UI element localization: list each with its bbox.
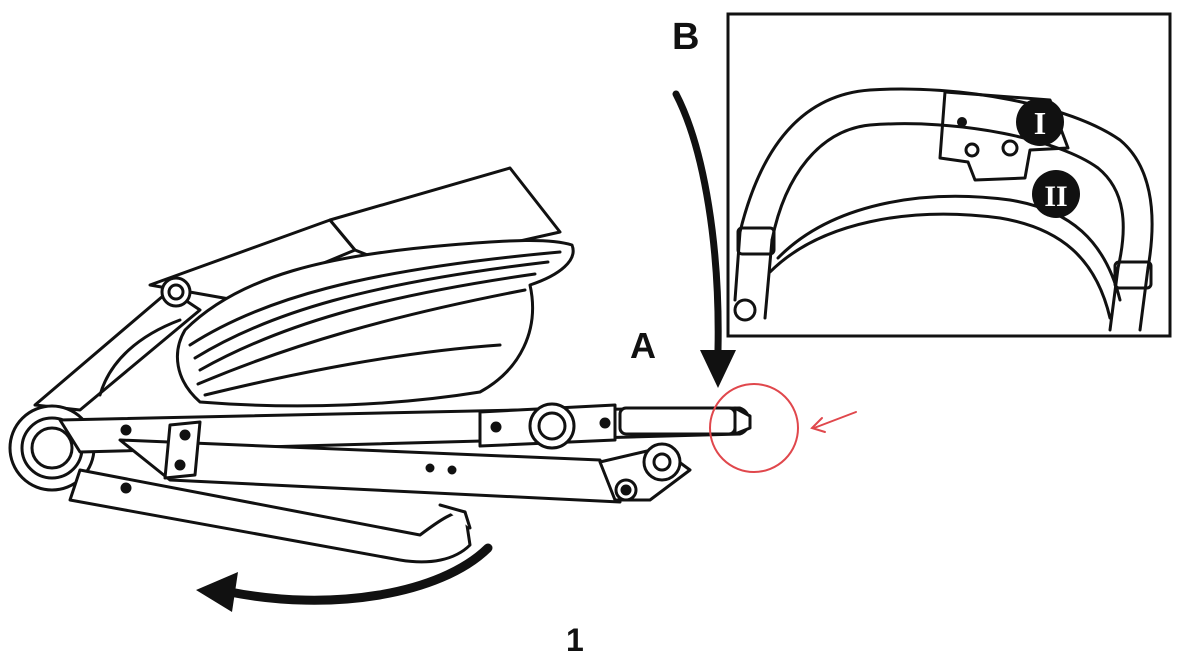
rivet: [179, 429, 191, 441]
left-connector: [736, 226, 776, 256]
side-bracket: [163, 420, 202, 480]
front-wheel-small-hub: [620, 484, 632, 496]
footrest-clip: [438, 503, 472, 530]
housing-hole: [1001, 139, 1019, 157]
handle-tip: [733, 406, 752, 436]
marker-one-label: I: [1034, 105, 1046, 141]
canopy-fold-line: [198, 272, 537, 372]
front-wheel-hub: [652, 452, 672, 472]
label-a: A: [630, 325, 656, 366]
handle-grip: [618, 406, 737, 436]
figure-number: 1: [566, 622, 584, 658]
highlight-marker: [709, 383, 857, 473]
marker-two: II: [1032, 170, 1080, 218]
housing-hole: [957, 117, 967, 127]
canopy-fold-line: [193, 260, 550, 360]
curved-arrow-left-icon: [196, 543, 493, 612]
rear-wheel-hub: [30, 426, 74, 470]
rivet: [174, 459, 186, 471]
right-frame-tube: [1108, 266, 1150, 332]
rivet: [120, 482, 132, 494]
left-connector-joint: [733, 298, 757, 322]
arrow-left-icon: [810, 411, 857, 433]
rivet: [490, 421, 502, 433]
curved-arrow-down-icon: [672, 90, 736, 388]
rivet: [447, 465, 457, 475]
lower-leg-tube: [68, 468, 472, 564]
seat-strap: [98, 318, 182, 397]
housing-hole: [964, 142, 980, 158]
backrest: [33, 288, 202, 412]
folded-stroller: [8, 166, 752, 564]
seat-arc-inner: [768, 212, 1112, 320]
canopy-fold-line: [203, 343, 502, 397]
lower-frame-tube: [118, 438, 622, 504]
highlight-circle: [709, 383, 799, 473]
marker-one: I: [1016, 98, 1064, 146]
rivet: [599, 417, 611, 429]
label-b: B: [672, 16, 700, 58]
marker-two-label: II: [1044, 180, 1067, 213]
rivet: [425, 463, 435, 473]
canopy-fold-line: [196, 288, 527, 386]
canopy-fold-line: [188, 250, 562, 347]
central-hinge-knob-inner: [537, 411, 567, 441]
right-connector: [1113, 260, 1153, 290]
hinge-joint-inner: [167, 283, 185, 301]
seat-arc: [776, 194, 1122, 302]
inset-handle-detail: I II: [726, 12, 1172, 338]
handle-bar-inner: [770, 122, 1125, 270]
rivet: [120, 424, 132, 436]
